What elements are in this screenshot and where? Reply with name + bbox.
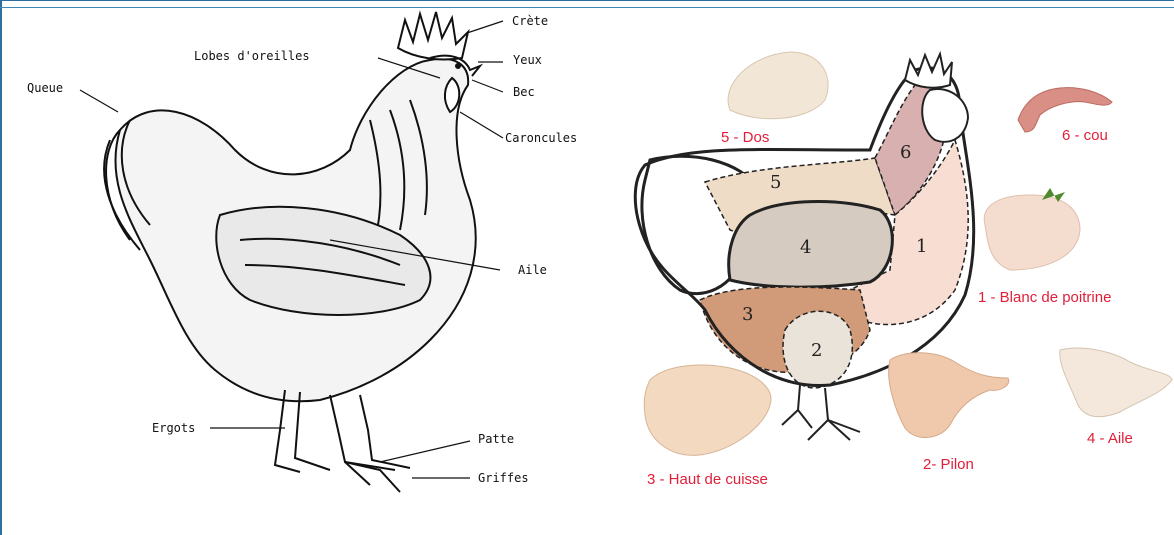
neck-piece [1018, 88, 1112, 132]
cut-label-cou: 6 - cou [1062, 127, 1108, 144]
cut-label-blanc: 1 - Blanc de poitrine [978, 289, 1111, 306]
zone-number-2: 2 [811, 340, 822, 361]
breast-piece [984, 195, 1080, 270]
label-queue: Queue [27, 81, 63, 95]
zone-number-1: 1 [916, 236, 927, 257]
label-caroncules: Caroncules [505, 131, 577, 145]
cut-label-pilon: 2- Pilon [923, 456, 974, 473]
zone-number-4: 4 [800, 237, 811, 258]
label-bec: Bec [513, 85, 535, 99]
zone-number-6: 6 [900, 142, 911, 163]
wing-piece [1060, 348, 1172, 417]
rooster-drawing [104, 12, 480, 492]
cut-label-dos: 5 - Dos [721, 129, 769, 146]
label-griffes: Griffes [478, 471, 529, 485]
cut-label-aile: 4 - Aile [1087, 430, 1133, 447]
label-yeux: Yeux [513, 53, 542, 67]
label-patte: Patte [478, 432, 514, 446]
label-aile: Aile [518, 263, 547, 277]
label-crete: Crète [512, 14, 548, 28]
thigh-piece [644, 365, 771, 455]
cut-label-cuisse: 3 - Haut de cuisse [647, 471, 768, 488]
label-ergots: Ergots [152, 421, 195, 435]
zone-number-5: 5 [770, 172, 781, 193]
dos-piece [728, 52, 828, 119]
label-lobes-oreilles: Lobes d'oreilles [194, 49, 310, 63]
zone-number-3: 3 [742, 304, 753, 325]
drumstick-piece [889, 353, 1009, 438]
